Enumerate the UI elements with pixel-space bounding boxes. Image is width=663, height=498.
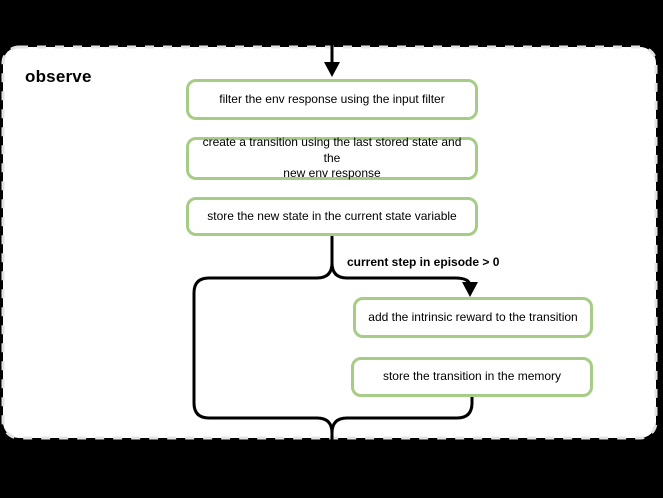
entry-arrowhead-icon [324, 62, 340, 77]
flow-line-step5-exit [330, 396, 474, 434]
observe-group-container [1, 45, 658, 440]
step-label: create a transition using the last store… [202, 135, 462, 181]
condition-label: current step in episode > 0 [347, 255, 500, 269]
condition-arrowhead-icon [462, 282, 478, 297]
step-box-add-intrinsic-reward: add the intrinsic reward to the transiti… [353, 297, 593, 338]
step-label: filter the env response using the input … [219, 91, 445, 106]
step-box-store-transition: store the transition in the memory [351, 357, 593, 397]
step-box-filter-env-response: filter the env response using the input … [186, 79, 478, 120]
flow-line-condition-branch [330, 262, 472, 287]
flow-line-bypass-branch [192, 234, 334, 460]
step-label: add the intrinsic reward to the transiti… [368, 309, 578, 324]
step-label: store the new state in the current state… [207, 208, 457, 223]
step-box-store-new-state: store the new state in the current state… [186, 197, 478, 236]
step-label: store the transition in the memory [382, 369, 562, 384]
step-box-create-transition: create a transition using the last store… [186, 135, 478, 181]
group-title: observe [25, 67, 92, 86]
